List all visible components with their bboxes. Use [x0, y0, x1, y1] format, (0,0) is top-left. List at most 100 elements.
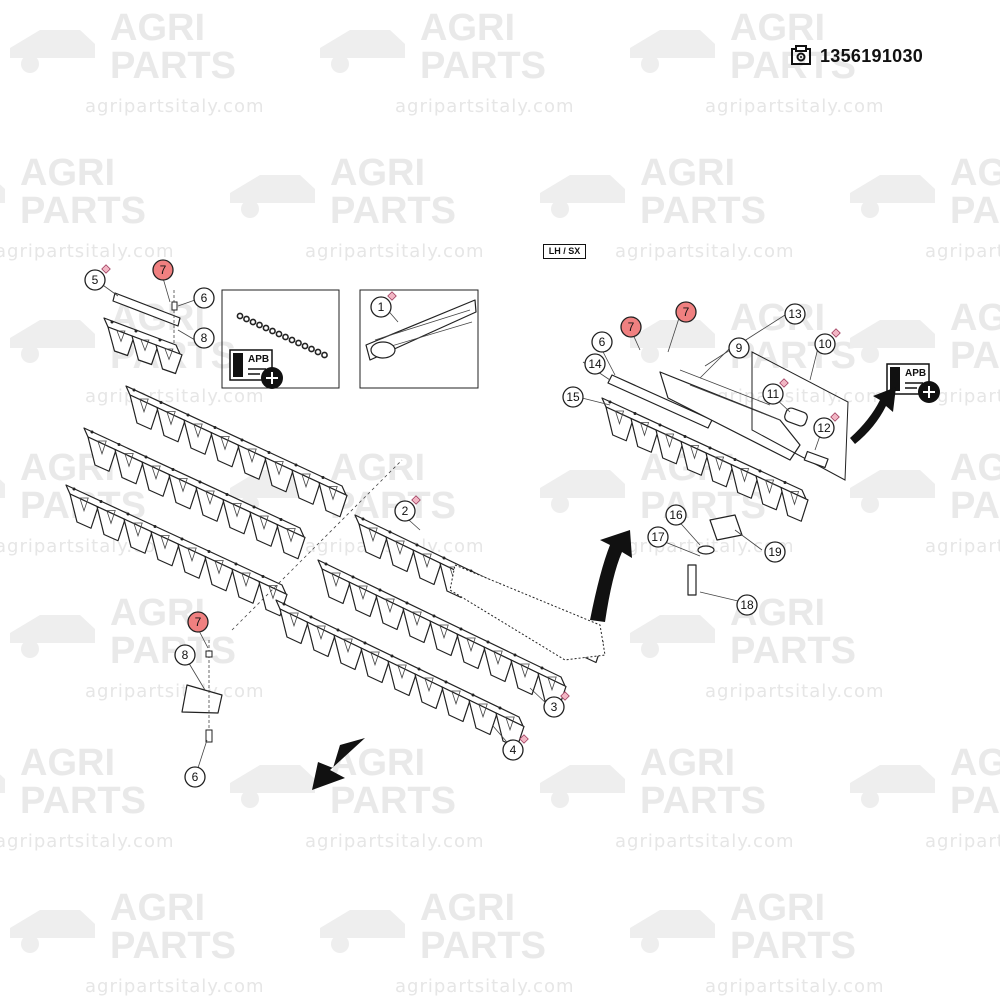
callout-4[interactable]: 4 — [502, 734, 529, 761]
tractor-wheel-shape — [331, 55, 349, 73]
callout-15[interactable]: 15 — [562, 386, 584, 408]
callout-9[interactable]: 9 — [728, 337, 750, 359]
knife-head-lines — [679, 369, 781, 421]
tractor-wheel-shape — [641, 640, 659, 658]
callout-circle — [591, 331, 613, 353]
chain-link — [236, 312, 244, 320]
section-cutout — [714, 456, 725, 472]
section-cutout — [106, 510, 116, 525]
chain-link — [275, 330, 283, 338]
leader-line — [177, 329, 196, 341]
watermark-brand-line2: PARTS — [420, 45, 546, 87]
tractor-logo-shape — [540, 175, 625, 203]
watermark-brand-line2: PARTS — [640, 780, 766, 822]
callout-17[interactable]: 17 — [647, 526, 669, 548]
rivet-hole — [658, 423, 662, 427]
watermark-brand-line2: PARTS — [730, 630, 856, 672]
callout-7[interactable]: 7 — [675, 301, 697, 323]
chain-link — [288, 336, 296, 344]
callout-number: 16 — [669, 508, 683, 522]
callout-circle — [543, 696, 565, 718]
callout-6[interactable]: 6 — [184, 766, 206, 788]
callout-number: 2 — [402, 504, 409, 518]
watermark-brand-line2: PARTS — [330, 780, 456, 822]
new-part-flag-icon — [779, 378, 789, 388]
callout-7[interactable]: 7 — [152, 259, 174, 281]
callout-1[interactable]: 1 — [370, 291, 397, 318]
section-cutout — [139, 398, 149, 414]
rivet-hole — [180, 537, 184, 541]
rivet-hole — [207, 550, 211, 553]
callout-circle — [647, 526, 669, 548]
watermark-brand-line1: AGRI — [950, 297, 1000, 339]
callout-number: 8 — [182, 648, 189, 662]
new-part-flag-icon — [560, 691, 570, 701]
watermark-brand-line2: PARTS — [110, 630, 236, 672]
callout-6[interactable]: 6 — [193, 287, 215, 309]
callout-5[interactable]: 5 — [84, 264, 111, 291]
callout-12[interactable]: 12 — [813, 412, 840, 439]
callout-16[interactable]: 16 — [665, 504, 687, 526]
callout-6[interactable]: 6 — [591, 331, 613, 353]
callout-8[interactable]: 8 — [193, 327, 215, 349]
callout-8[interactable]: 8 — [174, 644, 196, 666]
new-part-flag-icon — [411, 495, 421, 505]
chain-link — [262, 324, 270, 332]
section-cutout — [268, 585, 278, 600]
part-number[interactable]: 1356191030 — [820, 45, 924, 66]
callout-number: 19 — [768, 545, 782, 559]
watermark-url: agripartsitaly.com — [395, 976, 575, 997]
detail-frame — [751, 351, 849, 481]
rivet-hole — [126, 512, 130, 516]
callout-number: 17 — [651, 530, 665, 544]
bolt-large — [687, 564, 697, 596]
tractor-logo-shape — [540, 470, 625, 498]
rivet-hole — [540, 666, 544, 670]
watermark-url: agripartsitaly.com — [705, 681, 885, 702]
knife-head-eye — [370, 341, 396, 359]
section-cutout — [160, 535, 170, 550]
watermark-brand-line1: AGRI — [20, 152, 115, 194]
rivet-hole — [279, 518, 283, 521]
callout-2[interactable]: 2 — [394, 495, 421, 522]
section-cutout — [466, 637, 476, 653]
callout-7[interactable]: 7 — [187, 611, 209, 633]
callout-7[interactable]: 7 — [620, 316, 642, 338]
tractor-logo-shape — [850, 470, 935, 498]
callout-circle — [562, 386, 584, 408]
watermark-brand-line2: PARTS — [20, 780, 146, 822]
leader-line — [177, 299, 196, 307]
callout-3[interactable]: 3 — [543, 691, 570, 718]
callout-18[interactable]: 18 — [736, 594, 758, 616]
tractor-logo-shape — [10, 615, 95, 643]
callout-11[interactable]: 11 — [762, 378, 789, 405]
section-cutout — [205, 490, 215, 506]
callout-10[interactable]: 10 — [814, 328, 841, 355]
rivet-hole — [405, 601, 409, 605]
tractor-logo-shape — [630, 320, 715, 348]
rivet-hole — [99, 500, 103, 503]
section-cutout — [368, 527, 378, 543]
callout-number: 1 — [378, 300, 385, 314]
watermark-url: agripartsitaly.com — [705, 96, 885, 117]
watermark-url: agripartsitaly.com — [0, 241, 175, 262]
rivet-hole — [733, 458, 737, 461]
watermark-brand-line1: AGRI — [640, 152, 735, 194]
watermark-url: agripartsitaly.com — [85, 976, 265, 997]
rivet-hole — [225, 493, 229, 496]
watermark-brand-line1: AGRI — [950, 447, 1000, 489]
section-cutout — [220, 436, 230, 451]
watermark-brand-line2: PARTS — [950, 335, 1000, 377]
tractor-wheel-shape — [641, 345, 659, 363]
callout-19[interactable]: 19 — [764, 541, 786, 563]
leader-line — [162, 277, 171, 303]
callout-14[interactable]: 14 — [584, 353, 606, 375]
section-cutout — [133, 522, 143, 538]
callout-13[interactable]: 13 — [784, 303, 806, 325]
side-tag: LH / SX — [543, 244, 586, 259]
watermark-brand-line2: PARTS — [20, 190, 146, 232]
leader-line — [186, 659, 206, 691]
